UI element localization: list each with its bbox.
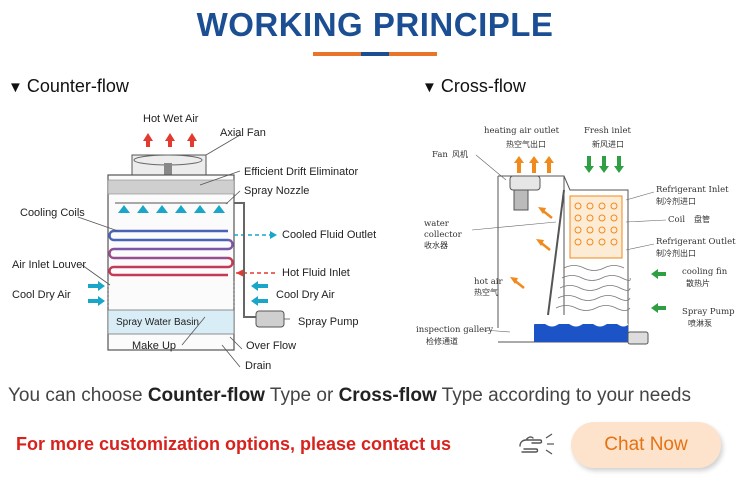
crossflow-diagram: heating air outlet 热空气出口 Fresh inlet 新风进… [414,110,748,360]
contact-text: For more customization options, please c… [16,434,452,454]
fan-label: Fan [432,150,448,160]
counterflow-heading: ▼Counter-flow [8,76,129,96]
over-flow-label: Over Flow [246,340,296,352]
heating-outlet-label: heating air outlet [484,126,560,136]
inspection-gallery-label: inspection gallery [416,325,493,335]
triangle-down-icon: ▼ [422,79,437,96]
refrigerant-inlet-label: Refrigerant Inlet [656,185,729,195]
refrigerant-inlet-cn-label: 制冷剂进口 [656,196,696,206]
spray-water-basin-label: Spray Water Basin [116,317,199,328]
fan-icon [509,175,541,191]
hot-air-label: hot air [474,277,503,287]
cooling-fin-cn-label: 散热片 [686,278,710,288]
spray-water-basin [107,309,235,335]
basin-water [534,324,628,342]
cooled-fluid-outlet-label: Cooled Fluid Outlet [282,229,376,241]
cool-dry-air-left-label: Cool Dry Air [12,289,71,301]
title-underline [313,52,437,56]
air-inlet-louver-label: Air Inlet Louver [12,259,86,271]
air-inlet-louvers [107,281,235,307]
inspection-gallery-cn-label: 检修通道 [426,336,458,346]
cool-air-arrows-left [88,281,105,306]
spray-nozzles [118,205,225,213]
water-collector-label-1: water [424,219,450,229]
chat-now-button[interactable]: Chat Now [571,422,721,468]
cool-air-arrows-right [251,281,268,306]
fan-cn-label: 风机 [452,149,468,159]
cool-air-in-arrows [651,269,666,313]
info-text: You can choose Counter-flow Type or Cros… [8,385,691,406]
refrigerant-coil [569,195,623,259]
spray-pump-cn-label: 喷淋泵 [688,318,712,328]
fresh-inlet-cn-label: 新风进口 [592,139,624,149]
cool-dry-air-right-label: Cool Dry Air [276,289,335,301]
make-up-label: Make Up [132,340,176,352]
coil-cn-label: 盘管 [694,214,710,224]
water-collector-label-2: collector [424,230,463,240]
drift-eliminator [107,179,235,195]
axial-fan-label: Axial Fan [220,127,266,139]
refrigerant-outlet-label: Refrigerant Outlet [656,237,736,247]
heating-outlet-cn-label: 热空气出口 [506,139,546,149]
drift-eliminator-label: Efficient Drift Eliminator [244,166,358,178]
fan-motor [164,163,172,183]
refrigerant-outlet-cn-label: 制冷剂出口 [656,248,696,258]
coil-label: Coil [668,215,685,225]
heating-outlet-arrows [514,156,554,173]
page-title: WORKING PRINCIPLE [196,6,554,43]
counterflow-diagram: Hot Wet Air Axial Fan Efficient Drift El… [12,113,376,372]
spray-nozzle-label: Spray Nozzle [244,185,309,197]
fresh-inlet-arrows [584,156,624,173]
cooling-fins [555,265,631,311]
spray-pump-icon [255,310,285,328]
cooling-coils [108,229,234,277]
hot-air-cn-label: 热空气 [474,287,498,297]
triangle-down-icon: ▼ [8,79,23,96]
water-collector-cn-label: 收水器 [424,240,448,250]
pointing-hand-icon [519,433,554,455]
hot-air-flow-arrows [510,207,553,289]
spray-pump-label: Spray Pump [298,316,359,328]
spray-pump-icon [627,331,649,345]
hot-air-arrows [143,133,197,147]
cooling-fin-label: cooling fin [682,267,728,277]
spray-pump-label: Spray Pump [682,307,735,317]
crossflow-heading: ▼Cross-flow [422,76,526,96]
drain-label: Drain [245,360,271,372]
cooling-coils-label: Cooling Coils [20,207,85,219]
hot-wet-air-label: Hot Wet Air [143,113,199,125]
fresh-inlet-label: Fresh inlet [584,126,631,136]
hot-fluid-inlet-label: Hot Fluid Inlet [282,267,350,279]
